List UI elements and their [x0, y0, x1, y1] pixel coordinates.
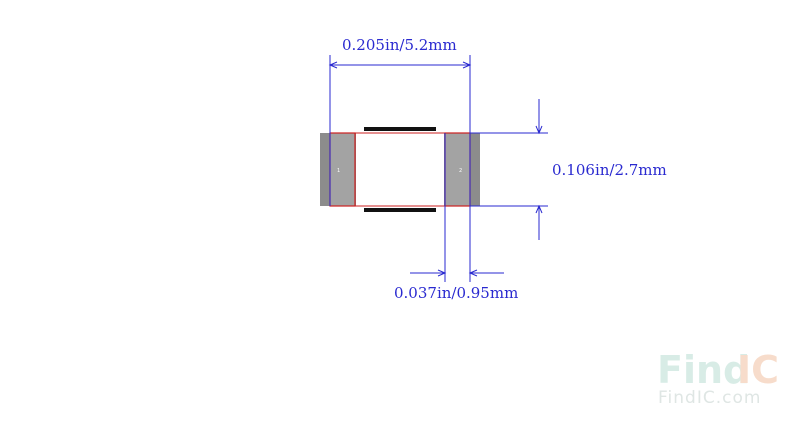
- watermark-find: Find: [657, 348, 750, 392]
- pad-dimension: [410, 133, 504, 282]
- width-dimension-label: 0.205in/5.2mm: [342, 36, 457, 54]
- findic-watermark-logo: Find IC FindIC.com: [657, 348, 779, 408]
- watermark-url: FindIC.com: [658, 388, 761, 408]
- width-dimension: [328, 55, 472, 206]
- pad-1: [329, 132, 356, 207]
- height-dimension: [470, 99, 548, 240]
- silkscreen-bottom: [364, 208, 436, 212]
- pad-2: [444, 132, 471, 207]
- pad-dimension-label: 0.037in/0.95mm: [394, 284, 518, 302]
- watermark-ic: IC: [737, 348, 779, 392]
- pad-2-number: 2: [459, 168, 462, 174]
- silkscreen-top: [364, 127, 436, 131]
- height-dimension-label: 0.106in/2.7mm: [552, 161, 667, 179]
- pad-1-number: 1: [337, 168, 340, 174]
